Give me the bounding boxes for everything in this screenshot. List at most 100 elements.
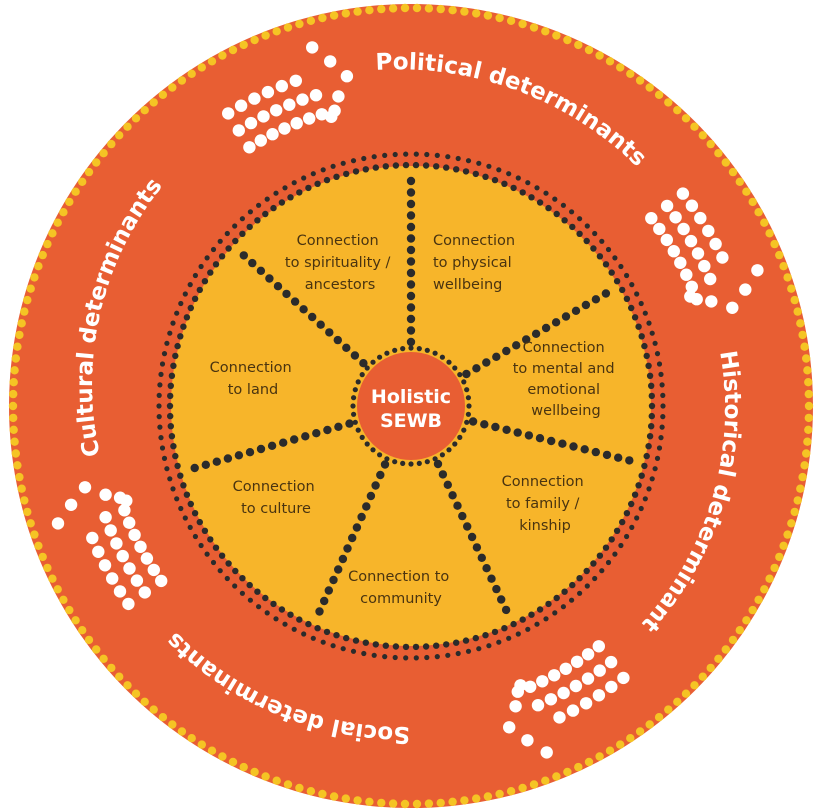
- inner-border-dot: [638, 333, 645, 340]
- outer-border-dot: [770, 239, 779, 249]
- inner-border-dot: [225, 560, 232, 567]
- outer-border-dot: [673, 106, 682, 115]
- outer-border-dot: [424, 4, 434, 13]
- outer-border-dot: [30, 273, 39, 282]
- outer-border-dot: [448, 6, 457, 15]
- outer-border-dot: [787, 519, 796, 528]
- divider-dot: [350, 351, 360, 360]
- outer-border-dot: [796, 484, 805, 493]
- divider-dot: [333, 335, 342, 345]
- outer-border-dot: [365, 6, 374, 15]
- inner-border-dot: [174, 496, 180, 502]
- center-border-dot: [370, 447, 376, 453]
- divider-dot: [406, 245, 416, 255]
- inner-border-dot: [232, 237, 239, 245]
- arrow-dot: [289, 74, 302, 88]
- inner-border-dot: [320, 167, 326, 173]
- inner-border-dot: [403, 151, 409, 157]
- inner-border-dot: [164, 466, 170, 472]
- arrow-dot: [340, 70, 354, 83]
- divider-dot: [487, 574, 496, 583]
- outer-border-dot: [53, 585, 62, 594]
- outer-border-dot: [177, 727, 187, 736]
- domain-spirituality: Connection to spirituality / ancestors: [285, 233, 395, 293]
- inner-border-dot: [659, 424, 665, 430]
- arrow-dot: [553, 711, 566, 724]
- inner-border-dot: [629, 524, 635, 531]
- outer-border-dot: [742, 616, 751, 625]
- divider-dot: [463, 522, 472, 531]
- inner-border-dot: [177, 333, 184, 340]
- inner-border-dot: [170, 362, 177, 369]
- inner-border-dot: [232, 567, 239, 575]
- arrow-dot: [261, 85, 275, 99]
- inner-border-dot: [569, 223, 576, 231]
- inner-border-dot: [362, 639, 369, 646]
- outer-border-dot: [635, 727, 645, 736]
- inner-border-dot: [652, 340, 658, 346]
- inner-border-dot: [422, 162, 430, 169]
- divider-dot: [320, 596, 329, 606]
- inner-border-dot: [654, 455, 661, 461]
- inner-border-dot: [156, 403, 162, 409]
- inner-border-dot: [167, 382, 174, 389]
- inner-border-dot: [619, 518, 626, 526]
- outer-border-dot: [529, 23, 539, 32]
- inner-border-dot: [590, 245, 597, 252]
- arrow-dot: [531, 699, 545, 712]
- outer-border-dot: [11, 354, 20, 363]
- inner-border-dot: [561, 588, 568, 595]
- outer-border-dot: [228, 45, 238, 55]
- divider-dot: [273, 282, 283, 291]
- outer-border-dot: [802, 449, 811, 458]
- divider-dot: [492, 352, 501, 361]
- outer-border-dot: [283, 780, 293, 789]
- center-border-dot: [352, 387, 358, 393]
- outer-border-dot: [584, 45, 594, 55]
- inner-border-dot: [453, 166, 460, 173]
- divider-dot: [448, 491, 457, 500]
- outer-border-dot: [645, 720, 654, 729]
- outer-border-dot: [483, 11, 493, 20]
- divider-dot: [366, 491, 376, 501]
- arrow-dot: [676, 187, 690, 200]
- center-border-dot: [370, 359, 376, 365]
- center-border-dot: [377, 452, 383, 458]
- arrow-dot: [309, 89, 323, 102]
- outer-border-dot: [735, 626, 744, 635]
- arrow-dot: [716, 251, 729, 264]
- inner-border-dot: [605, 246, 612, 253]
- outer-border-dot: [59, 595, 68, 604]
- outer-border-dot: [742, 187, 751, 196]
- inner-border-dot: [167, 330, 173, 336]
- inner-border-dot: [246, 223, 253, 231]
- inner-border-dot: [167, 476, 173, 482]
- outer-border-dot: [13, 461, 22, 470]
- outer-border-dot: [115, 131, 124, 140]
- inner-border-dot: [525, 626, 531, 632]
- domain-physical: Connection to physical wellbeing: [433, 233, 520, 293]
- outer-border-dot: [760, 218, 769, 227]
- outer-border-dot: [11, 449, 20, 458]
- center-border-dot: [424, 347, 430, 353]
- inner-border-dot: [584, 223, 590, 229]
- inner-border-dot: [462, 637, 470, 644]
- outer-border-dot: [472, 9, 481, 18]
- inner-border-dot: [314, 180, 321, 187]
- outer-border-dot: [17, 484, 26, 493]
- outer-border-dot: [158, 90, 168, 100]
- inner-border-dot: [372, 641, 379, 648]
- inner-border-dot: [210, 559, 217, 566]
- outer-border-dot: [197, 740, 206, 749]
- arrow-dot: [266, 128, 279, 141]
- divider-dot: [256, 444, 266, 454]
- divider-dot: [308, 312, 317, 322]
- inner-border-dot: [296, 616, 303, 623]
- divider-dot: [406, 176, 416, 186]
- outer-border-dot: [803, 437, 812, 446]
- inner-border-dot: [602, 261, 610, 268]
- inner-border-dot: [247, 597, 253, 603]
- inner-border-dot: [424, 654, 430, 661]
- inner-border-dot: [204, 551, 210, 557]
- inner-border-dot: [660, 414, 666, 420]
